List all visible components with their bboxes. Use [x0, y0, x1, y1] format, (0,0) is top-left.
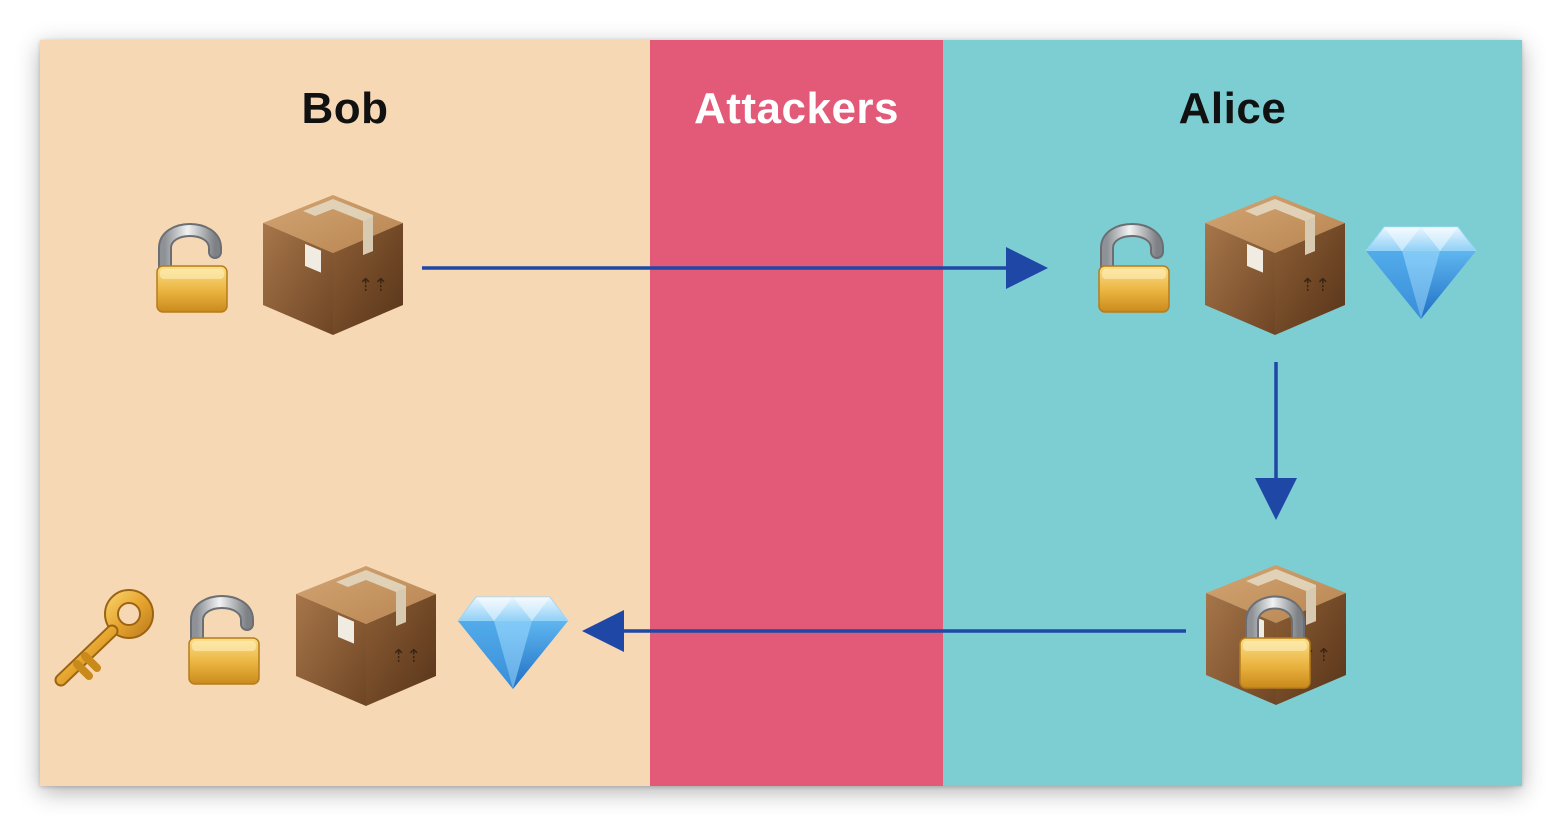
package-box-icon	[296, 566, 436, 706]
locked-package-icon	[1206, 565, 1346, 705]
open-padlock-icon	[157, 230, 227, 312]
diamond-icon	[1365, 226, 1477, 320]
package-box-icon	[263, 195, 403, 335]
open-padlock-icon	[1099, 230, 1169, 312]
arrow-alice-to-bob	[582, 610, 1186, 652]
open-padlock-icon	[189, 602, 259, 684]
key-icon	[61, 590, 153, 680]
bob-title: Bob	[301, 84, 389, 133]
arrow-bob-to-alice	[422, 247, 1048, 289]
attackers-column: Attackers	[650, 40, 943, 786]
diamond-icon	[457, 596, 569, 690]
alice-title: Alice	[1178, 84, 1287, 133]
attackers-title: Attackers	[693, 84, 900, 133]
package-box-icon	[1205, 195, 1345, 335]
arrow-alice-down	[1255, 362, 1297, 520]
